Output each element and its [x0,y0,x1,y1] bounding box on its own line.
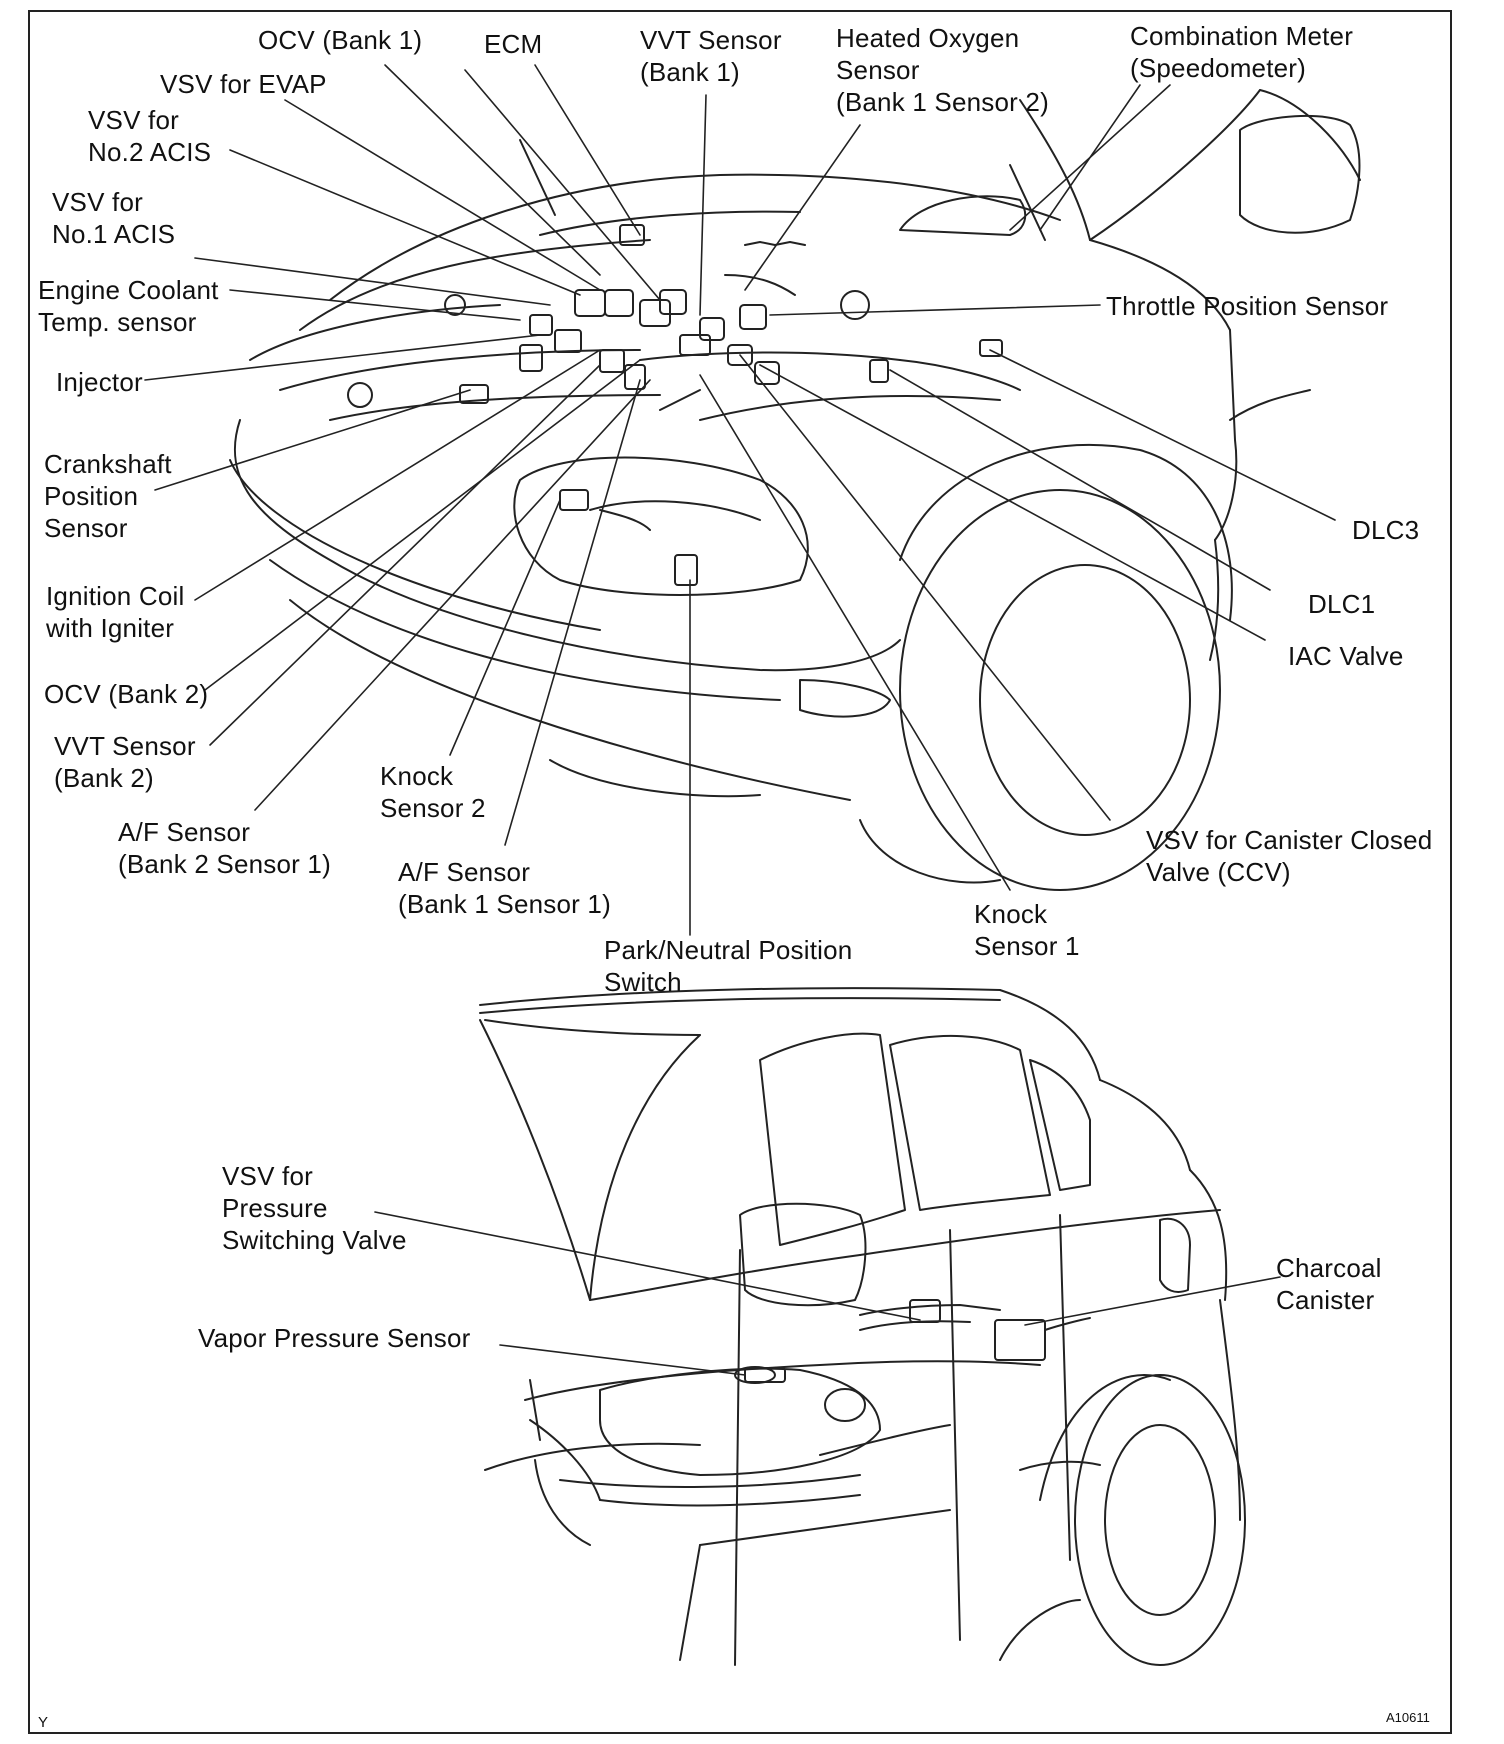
label-af-sensor-bank1: A/F Sensor (Bank 1 Sensor 1) [398,857,611,919]
label-crankshaft-sensor: Crankshaft Position Sensor [44,449,172,543]
label-vvt-sensor-bank1: VVT Sensor (Bank 1) [640,25,782,87]
label-knock-sensor2: Knock Sensor 2 [380,761,486,823]
rear-vehicle-drawing [479,987,1246,1666]
rear-leader-lines [374,1211,1281,1376]
front-vehicle-drawing [229,89,1361,891]
label-charcoal-canister: Charcoal Canister [1276,1253,1382,1315]
label-vapor-pressure-sensor: Vapor Pressure Sensor [198,1323,471,1353]
label-ocv-bank1: OCV (Bank 1) [258,25,423,55]
label-vsv-ccv: VSV for Canister Closed Valve (CCV) [1146,825,1433,887]
figure-id: A10611 [1386,1710,1430,1725]
label-heated-oxygen-sensor: Heated Oxygen Sensor (Bank 1 Sensor 2) [836,23,1049,117]
label-throttle-position-sensor: Throttle Position Sensor [1106,291,1389,321]
label-dlc1: DLC1 [1308,589,1376,619]
label-combination-meter: Combination Meter (Speedometer) [1130,21,1354,83]
front-leader-lines [144,64,1336,936]
label-vvt-sensor-bank2: VVT Sensor (Bank 2) [54,731,196,793]
label-vsv-pressure-switching: VSV for Pressure Switching Valve [222,1161,407,1255]
label-ignition-coil: Ignition Coil with Igniter [46,581,185,643]
diagram-frame [28,10,1452,1734]
corner-mark: Y [38,1714,49,1731]
label-knock-sensor1: Knock Sensor 1 [974,899,1080,961]
label-injector: Injector [56,367,143,397]
label-vsv-acis2: VSV for No.2 ACIS [88,105,212,167]
label-ecm: ECM [484,29,543,59]
label-vsv-evap: VSV for EVAP [160,69,327,99]
label-vsv-acis1: VSV for No.1 ACIS [52,187,176,249]
label-dlc3: DLC3 [1352,515,1420,545]
label-park-neutral-switch: Park/Neutral Position Switch [604,935,853,997]
label-engine-coolant-sensor: Engine Coolant Temp. sensor [38,275,219,337]
label-ocv-bank2: OCV (Bank 2) [44,679,209,709]
label-af-sensor-bank2: A/F Sensor (Bank 2 Sensor 1) [118,817,331,879]
label-iac-valve: IAC Valve [1288,641,1404,671]
